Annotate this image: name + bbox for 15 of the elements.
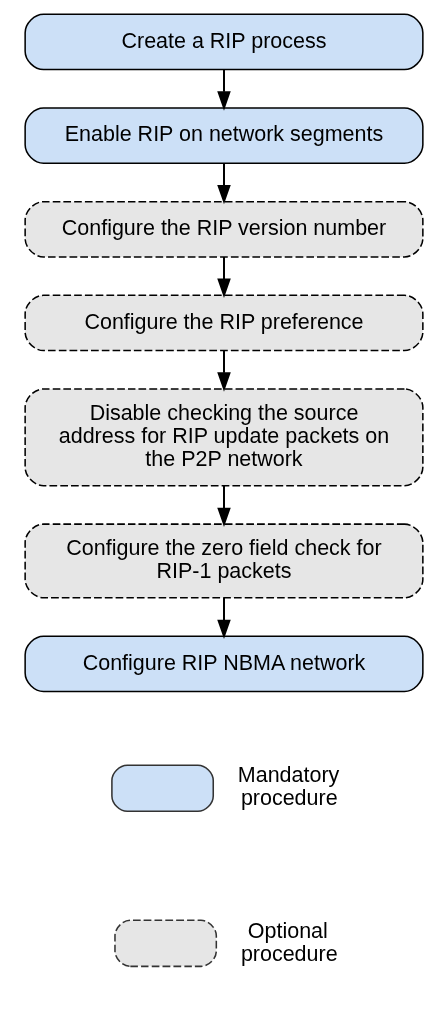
arrow <box>217 484 231 528</box>
node-box: Configure RIP NBMA network <box>24 635 424 693</box>
node-box: Enable RIP on network segments <box>24 107 424 165</box>
legend-label: Mandatory procedure <box>237 763 340 811</box>
legend-label: Optional procedure <box>240 918 338 966</box>
node-box: Configure the RIP version number <box>24 200 424 258</box>
arrow <box>217 162 231 205</box>
arrow <box>217 68 231 111</box>
node-box: Configure the RIP preference <box>24 294 424 352</box>
node-box: Configure the zero field check for RIP-1 packets <box>24 523 424 599</box>
arrow <box>217 349 231 392</box>
arrow <box>217 256 231 298</box>
node-box: Disable checking the source address for RIP update packets on the P2P network <box>24 388 424 487</box>
arrow <box>217 597 231 640</box>
node-box: Create a RIP process <box>24 13 424 71</box>
